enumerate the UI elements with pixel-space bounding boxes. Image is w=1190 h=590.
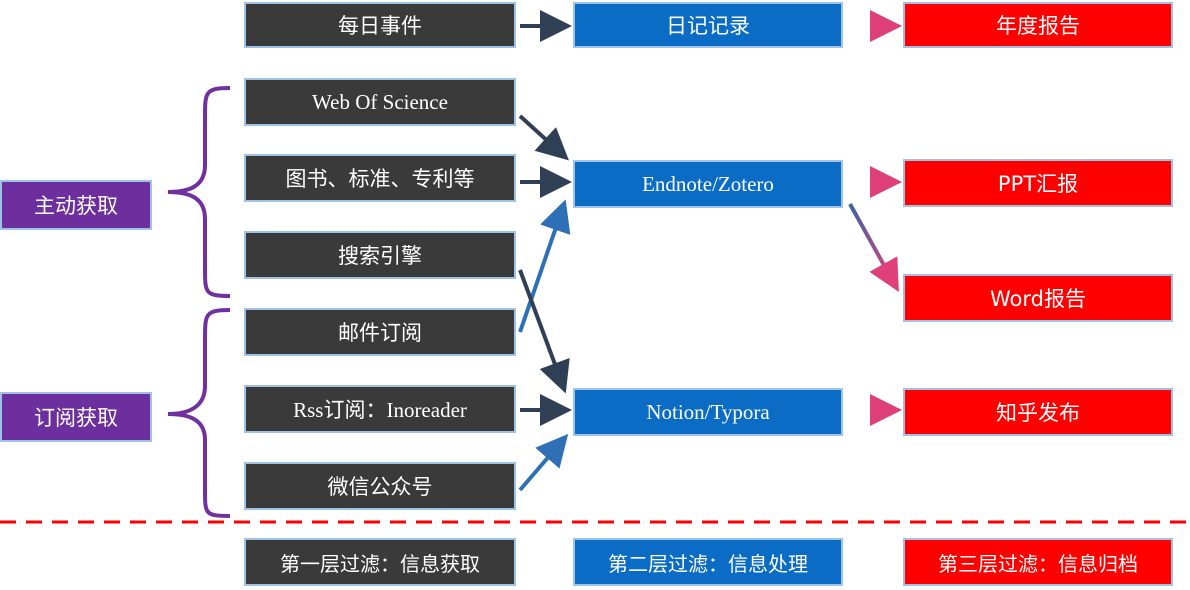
footer-layer-3-label: 第三层过滤：信息归档 xyxy=(938,551,1138,576)
source-wechat-official-account: 微信公众号 xyxy=(244,462,516,510)
footer-layer-2-label: 第二层过滤：信息处理 xyxy=(608,551,808,576)
source-rss-inoreader: Rss订阅：Inoreader xyxy=(244,385,516,433)
source-wos-label: Web Of Science xyxy=(312,89,448,114)
arrow-email-to-endnote xyxy=(518,199,571,333)
processor-endnote-label: Endnote/Zotero xyxy=(642,171,774,196)
footer-layer-1: 第一层过滤：信息获取 xyxy=(244,538,516,586)
output-word-label: Word报告 xyxy=(990,287,1086,311)
processor-notion-typora: Notion/Typora xyxy=(573,388,843,436)
arrow-search-to-notion xyxy=(518,269,570,394)
output-zhihu-label: 知乎发布 xyxy=(996,401,1080,425)
footer-layer-1-label: 第一层过滤：信息获取 xyxy=(280,551,480,576)
processor-endnote-zotero: Endnote/Zotero xyxy=(573,160,843,208)
box-daily-events-label: 每日事件 xyxy=(338,14,422,38)
output-ppt-report: PPT汇报 xyxy=(903,159,1173,207)
output-zhihu-publish: 知乎发布 xyxy=(903,388,1173,436)
source-search-label: 搜索引擎 xyxy=(338,244,422,268)
source-wechat-label: 微信公众号 xyxy=(327,475,433,499)
box-diary-record-label: 日记记录 xyxy=(666,14,750,38)
source-email-subscription: 邮件订阅 xyxy=(244,308,516,356)
group-subscribe-label: 订阅获取 xyxy=(34,406,118,430)
group-active-label: 主动获取 xyxy=(34,194,118,218)
box-diary-record: 日记记录 xyxy=(573,2,843,48)
source-books-standards-patents: 图书、标准、专利等 xyxy=(244,154,516,202)
output-word-report: Word报告 xyxy=(903,274,1173,322)
box-annual-report-label: 年度报告 xyxy=(996,14,1080,38)
source-books-label: 图书、标准、专利等 xyxy=(285,167,475,191)
box-annual-report: 年度报告 xyxy=(903,2,1173,48)
arrow-endnote-to-word xyxy=(848,203,899,292)
footer-layer-2: 第二层过滤：信息处理 xyxy=(573,538,843,586)
brace-subscribe xyxy=(167,308,231,518)
processor-notion-label: Notion/Typora xyxy=(646,399,770,424)
box-daily-events: 每日事件 xyxy=(244,2,516,48)
group-active-acquisition: 主动获取 xyxy=(0,180,152,230)
output-ppt-label: PPT汇报 xyxy=(997,172,1079,196)
source-email-label: 邮件订阅 xyxy=(338,321,422,345)
arrow-wos-to-endnote xyxy=(518,114,569,161)
footer-layer-3: 第三层过滤：信息归档 xyxy=(903,538,1173,586)
brace-active xyxy=(167,86,231,298)
group-subscription-acquisition: 订阅获取 xyxy=(0,392,152,442)
arrow-wechat-to-notion xyxy=(518,433,569,492)
source-rss-label: Rss订阅：Inoreader xyxy=(293,398,467,422)
source-search-engine: 搜索引擎 xyxy=(244,231,516,279)
source-web-of-science: Web Of Science xyxy=(244,78,516,126)
